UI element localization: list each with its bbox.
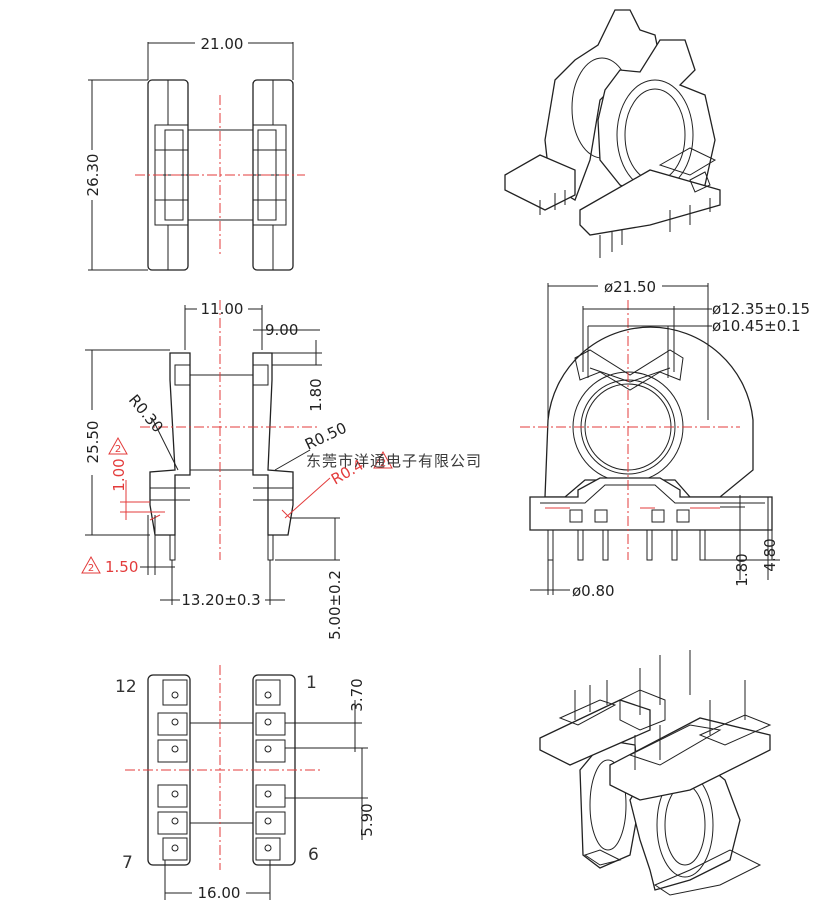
svg-text:2: 2 — [88, 563, 94, 574]
top-view: 21.00 26.30 — [84, 35, 305, 271]
company-watermark: 东莞市洋通电子有限公司 — [306, 452, 482, 470]
isometric-view-top — [504, 9, 721, 258]
pin-1-label: 1 — [306, 673, 317, 693]
side-dim-1-50: 1.50 — [105, 558, 138, 576]
revision-triangle-3: 2 — [373, 450, 393, 469]
dia-12-35-label: ø12.35±0.15 — [712, 300, 810, 318]
revision-triangle-2: 2 — [81, 555, 101, 574]
dia-10-45-label: ø10.45±0.1 — [712, 317, 801, 335]
front-dim-1-80: 1.80 — [733, 553, 751, 586]
bottom-dim-5-90: 5.90 — [358, 803, 376, 836]
side-dim-13-20: 13.20±0.3 — [181, 591, 260, 609]
pin-6-label: 6 — [308, 845, 319, 865]
side-view-left-flange — [149, 352, 191, 536]
side-dim-1-00: 1.00 — [110, 458, 128, 491]
left-pin-pads — [157, 679, 188, 861]
pin-12-label: 12 — [115, 677, 137, 697]
side-dim-9: 9.00 — [265, 321, 298, 339]
bottom-dim-16-00: 16.00 — [198, 884, 241, 902]
side-dim-5-00: 5.00±0.2 — [326, 570, 344, 640]
front-view: ø21.50 ø12.35±0.15 ø10.45±0.1 1.80 4.80 … — [520, 278, 810, 600]
svg-text:2: 2 — [380, 458, 386, 469]
front-dim-4-80: 4.80 — [761, 538, 779, 571]
side-dim-1-80: 1.80 — [307, 378, 325, 411]
radius-r030-label: R0.30 — [125, 391, 167, 436]
bottom-dim-3-70: 3.70 — [348, 678, 366, 711]
side-view-right-flange — [252, 352, 294, 536]
side-dim-25-50: 25.50 — [84, 421, 102, 464]
radius-r050-label: R0.50 — [302, 419, 349, 454]
svg-text:2: 2 — [115, 444, 121, 455]
right-pin-pads — [255, 679, 286, 861]
dia-0-80-label: ø0.80 — [572, 582, 615, 600]
side-dim-11: 11.00 — [201, 300, 244, 318]
pin-7-label: 7 — [122, 853, 133, 873]
front-view-flange — [544, 326, 754, 498]
isometric-view-bottom — [539, 650, 772, 896]
front-pins — [547, 529, 706, 561]
top-height-dimension: 26.30 — [84, 154, 102, 197]
top-width-dimension: 21.00 — [201, 35, 244, 53]
revision-triangle-1: 2 — [108, 436, 128, 455]
dia-21-50-label: ø21.50 — [604, 278, 656, 296]
bottom-view: 12 1 7 6 3.70 5.90 16.00 — [115, 665, 376, 902]
